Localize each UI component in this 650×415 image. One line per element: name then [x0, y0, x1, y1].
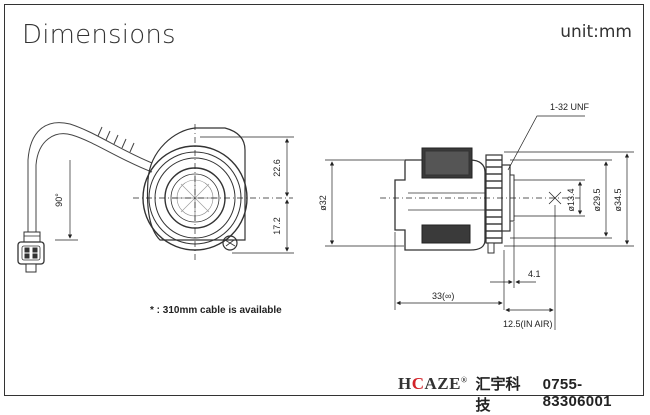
- dim-90-deg: 90°: [54, 193, 64, 207]
- connector-icon: [17, 231, 45, 273]
- thread-label: 1-32 UNF: [550, 102, 590, 112]
- cable-note: * : 310mm cable is available: [150, 305, 282, 316]
- company-name: 汇宇科技: [475, 376, 521, 414]
- drawing-frame: [4, 4, 644, 396]
- dim-22-6: 22.6: [272, 159, 282, 177]
- front-centerlines: [133, 124, 293, 262]
- side-view: 1-32 UNF ø32 ø13.4 ø29.5 ø34.5 4.1 33(∞)…: [318, 102, 634, 330]
- dim-dia-34-5: ø34.5: [613, 188, 623, 211]
- dim-17-2: 17.2: [272, 217, 282, 235]
- side-dimensions: [325, 115, 634, 330]
- phone-number: 0755-83306001: [542, 376, 612, 410]
- front-dimensions: [55, 136, 294, 254]
- dim-dia-13-4: ø13.4: [566, 188, 576, 211]
- dim-dia-32: ø32: [318, 195, 328, 211]
- page-title: Dimensions: [22, 20, 176, 50]
- dim-4-1: 4.1: [528, 269, 541, 279]
- front-view: 22.6 17.2 90° * : 310mm cable is availab…: [17, 122, 294, 316]
- footer-brand: HCAZE® 汇宇科技 0755-83306001: [398, 373, 650, 414]
- unit-label: unit:mm: [560, 22, 632, 42]
- dim-dia-29-5: ø29.5: [592, 188, 602, 211]
- technical-drawing: 22.6 17.2 90° * : 310mm cable is availab…: [17, 102, 634, 330]
- dim-12-5: 12.5(IN AIR): [503, 319, 553, 329]
- lens-side-body: [394, 147, 515, 254]
- dim-33: 33(∞): [432, 291, 454, 301]
- cable: [27, 122, 153, 232]
- side-centerlines: [380, 191, 580, 205]
- brand-logo: HCAZE®: [398, 374, 468, 393]
